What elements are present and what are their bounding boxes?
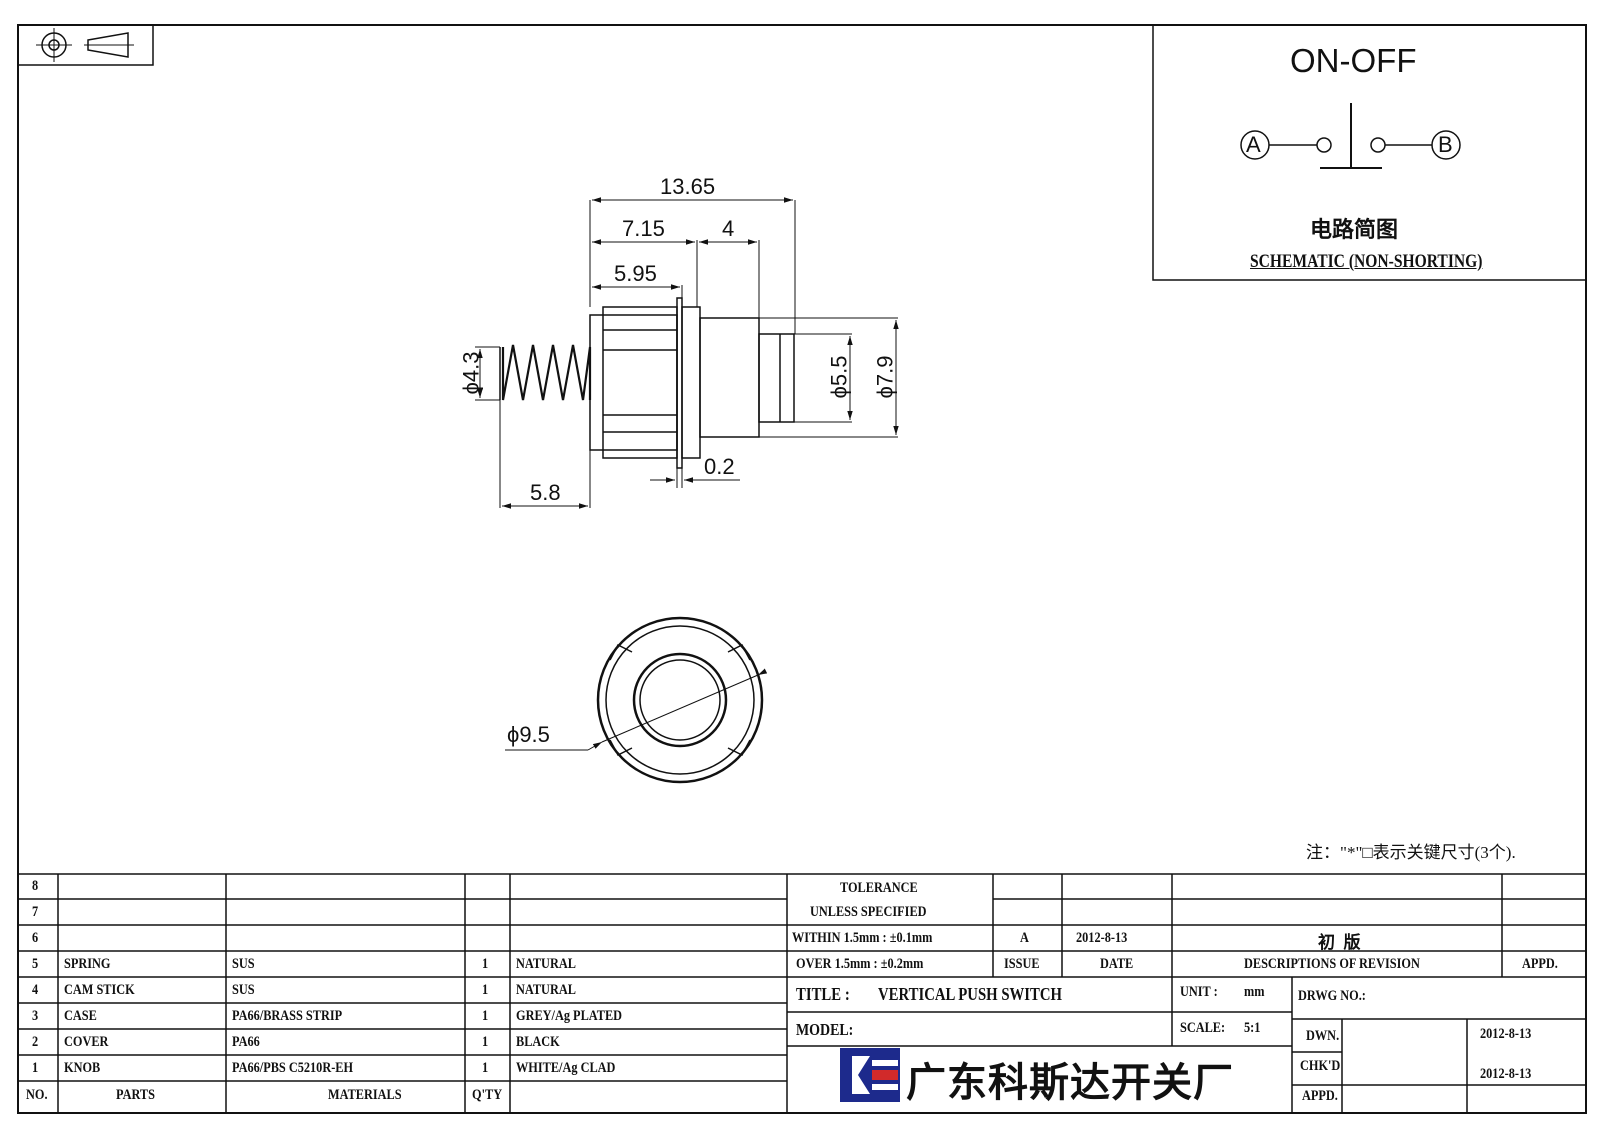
- bom-material: PA66/PBS C5210R-EH: [232, 1060, 354, 1076]
- revision-desc-label: DESCRIPTIONS OF REVISION: [1244, 956, 1420, 972]
- company-name: 广东科斯达开关厂: [906, 1061, 1234, 1105]
- dwn-date: 2012-8-13: [1480, 1026, 1532, 1042]
- bom-qty: 1: [482, 956, 489, 972]
- revision-date-label: DATE: [1100, 956, 1134, 972]
- dwn-label: DWN.: [1306, 1028, 1340, 1044]
- front-view: [596, 616, 764, 784]
- bom-finish: NATURAL: [516, 956, 576, 972]
- chkd-label: CHK'D: [1300, 1058, 1341, 1074]
- drawing-title: VERTICAL PUSH SWITCH: [878, 984, 1063, 1004]
- bom-header-no: NO.: [26, 1087, 48, 1103]
- spring: [501, 344, 592, 401]
- bom-qty: 1: [482, 1060, 489, 1076]
- title-block-grid: [18, 873, 1586, 1113]
- tolerance-within: WITHIN 1.5mm : ±0.1mm: [792, 930, 933, 946]
- side-view: [499, 297, 795, 469]
- projection-symbol-icon: [17, 24, 154, 66]
- dim-neck-diameter: ϕ7.9: [872, 355, 898, 399]
- revision-issue-label: ISSUE: [1004, 956, 1040, 972]
- bom-qty: 1: [482, 1008, 489, 1024]
- bom-no: 3: [32, 1008, 39, 1024]
- dim-plunger-diameter: ϕ5.5: [826, 355, 852, 399]
- terminal-b-circle: [1431, 130, 1461, 160]
- bom-header-parts: PARTS: [116, 1087, 155, 1103]
- bom-part: SPRING: [64, 956, 111, 972]
- dim-plunger-length: 4: [722, 216, 735, 241]
- scale-label: SCALE:: [1180, 1020, 1226, 1036]
- bom-no: 6: [32, 930, 39, 946]
- bom-material: PA66: [232, 1034, 260, 1050]
- bom-finish: BLACK: [516, 1034, 560, 1050]
- tolerance-line1: TOLERANCE: [840, 880, 918, 896]
- schematic-title-cn: 电路简图: [1310, 217, 1399, 242]
- dim-spring-diameter: ϕ4.3: [458, 351, 484, 395]
- schematic-title-en: SCHEMATIC (NON-SHORTING): [1250, 251, 1483, 272]
- revision-appd-label: APPD.: [1522, 956, 1558, 972]
- bom-no: 4: [32, 982, 39, 998]
- tolerance-line2: UNLESS SPECIFIED: [810, 904, 927, 920]
- bom-material: SUS: [232, 982, 255, 998]
- bom-material: PA66/BRASS STRIP: [232, 1008, 343, 1024]
- bom-part: CAM STICK: [64, 982, 135, 998]
- schematic-mode: ON-OFF: [1290, 42, 1417, 79]
- bom-qty: 1: [482, 1034, 489, 1050]
- dim-flange-thickness: 0.2: [704, 454, 735, 479]
- drwg-no-label: DRWG NO.:: [1298, 988, 1366, 1004]
- dim-body-length: 5.95: [614, 261, 657, 286]
- bom-no: 8: [32, 878, 39, 894]
- model-label: MODEL:: [796, 1020, 854, 1039]
- bom-header-qty: Q'TY: [472, 1087, 503, 1103]
- bom-finish: NATURAL: [516, 982, 576, 998]
- title-label: TITLE :: [796, 984, 850, 1004]
- bom-no: 1: [32, 1060, 39, 1076]
- unit-value: mm: [1244, 984, 1265, 1000]
- dim-overall-length: 13.65: [660, 174, 716, 199]
- company-logo-icon: [840, 1048, 900, 1102]
- bom-no: 2: [32, 1034, 39, 1050]
- terminal-a-label: A: [1246, 132, 1261, 157]
- schematic-box: [1152, 24, 1587, 281]
- unit-label: UNIT :: [1180, 984, 1218, 1000]
- appd-label: APPD.: [1302, 1088, 1338, 1104]
- bom-part: COVER: [64, 1034, 109, 1050]
- bom-qty: 1: [482, 982, 489, 998]
- revision-description: 初 版: [1318, 933, 1361, 952]
- bom-finish: GREY/Ag PLATED: [516, 1008, 623, 1024]
- scale-value: 5:1: [1244, 1020, 1261, 1036]
- bom-part: KNOB: [64, 1060, 101, 1076]
- revision-date: 2012-8-13: [1076, 930, 1128, 946]
- dim-spring-length: 5.8: [530, 480, 561, 505]
- key-dimension-note: 注："*"□表示关键尺寸(3个).: [1306, 843, 1516, 862]
- bom-finish: WHITE/Ag CLAD: [516, 1060, 616, 1076]
- bom-no: 5: [32, 956, 39, 972]
- bom-part: CASE: [64, 1008, 97, 1024]
- bom-no: 7: [32, 904, 39, 920]
- bom-header-materials: MATERIALS: [328, 1087, 402, 1103]
- dim-outer-diameter: ϕ9.5: [507, 722, 550, 747]
- chkd-date: 2012-8-13: [1480, 1066, 1532, 1082]
- bom-material: SUS: [232, 956, 255, 972]
- revision-issue: A: [1020, 930, 1029, 946]
- tolerance-over: OVER 1.5mm : ±0.2mm: [796, 956, 924, 972]
- terminal-b-label: B: [1438, 132, 1453, 157]
- dim-front-length: 7.15: [622, 216, 665, 241]
